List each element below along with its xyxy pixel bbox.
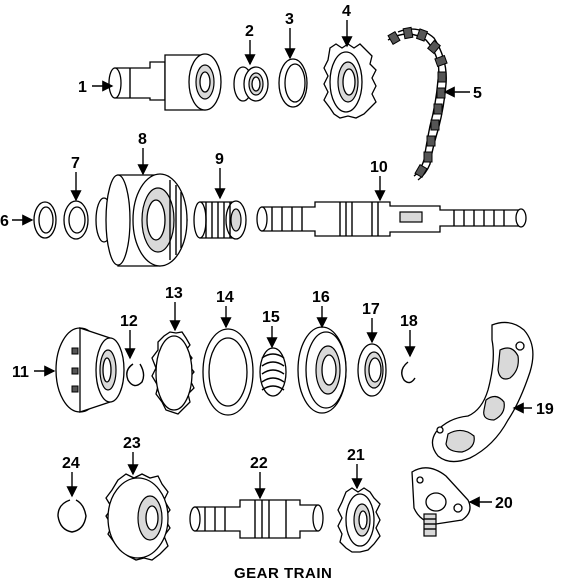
callout-15: 15: [262, 309, 280, 326]
part-8-clutch-drum: [95, 173, 188, 267]
callout-21: 21: [347, 447, 365, 464]
part-14-steel-plate: [202, 328, 254, 416]
part-18-retaining-clip: [401, 361, 416, 384]
part-5-chain: [387, 26, 448, 181]
part-24-snap-ring: [57, 499, 87, 533]
callout-7: 7: [71, 155, 80, 172]
part-12-clip-ring: [126, 363, 145, 387]
callout-19: 19: [536, 401, 554, 418]
callout-20: 20: [495, 495, 513, 512]
part-19-cover-bracket: [431, 321, 534, 463]
callout-1: 1: [78, 79, 87, 96]
callout-3: 3: [285, 11, 294, 28]
callout-12: 12: [120, 313, 138, 330]
part-16-pressure-plate: [297, 326, 347, 414]
part-13-friction-plate: [151, 331, 195, 415]
part-9-bearing: [193, 200, 247, 240]
callout-18: 18: [400, 313, 418, 330]
callout-9: 9: [215, 151, 224, 168]
part-23-drive-gear: [105, 473, 171, 561]
diagram-caption: GEAR TRAIN: [234, 565, 332, 582]
part-3-snap-ring: [278, 58, 308, 108]
callout-2: 2: [245, 23, 254, 40]
part-4-gear: [323, 43, 377, 119]
callout-labels: 1 2 3 4 5 6 7 8 9 10 11 12 13 14 15 16 1…: [0, 3, 554, 512]
part-17-bearing-ring: [357, 343, 387, 397]
callout-23: 23: [123, 435, 141, 452]
callout-16: 16: [312, 289, 330, 306]
part-21-small-gear: [337, 487, 381, 553]
callout-22: 22: [250, 455, 268, 472]
part-7-ring: [63, 200, 89, 240]
callout-4: 4: [342, 3, 351, 20]
callout-8: 8: [138, 131, 147, 148]
callout-arrows: [12, 20, 532, 508]
part-2-bearing: [233, 66, 269, 102]
part-22-countershaft: [189, 499, 324, 539]
part-6-ring: [33, 201, 57, 239]
part-15-spring: [259, 347, 287, 397]
callout-6: 6: [0, 213, 9, 230]
part-11-hub: [55, 327, 125, 413]
callout-11: 11: [12, 364, 29, 381]
callout-14: 14: [216, 289, 234, 306]
callout-5: 5: [473, 85, 482, 102]
callout-17: 17: [362, 301, 380, 318]
callout-10: 10: [370, 159, 388, 176]
part-10-mainshaft: [256, 201, 527, 237]
part-1-drum: [108, 53, 222, 111]
callout-13: 13: [165, 285, 183, 302]
callout-24: 24: [62, 455, 80, 472]
part-20-shift-lever: [411, 467, 471, 537]
